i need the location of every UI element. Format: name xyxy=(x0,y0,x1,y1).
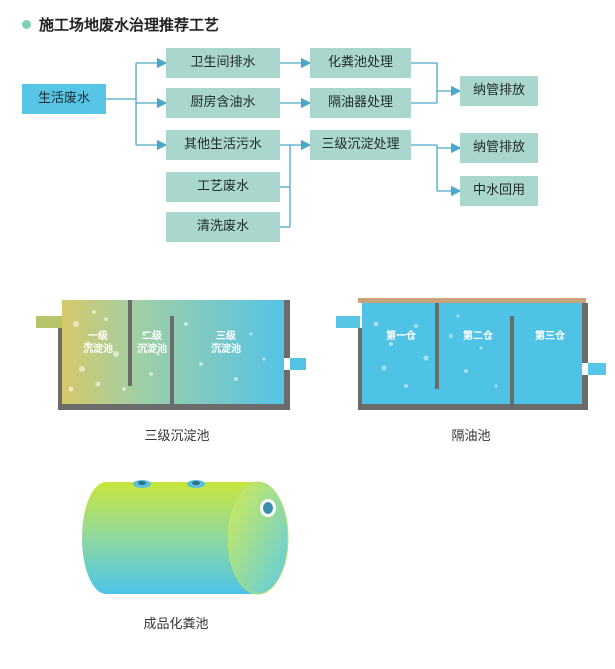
diagram-title: 施工场地废水治理推荐工艺 xyxy=(22,10,219,38)
label-chamber3: 第三仓 xyxy=(535,331,565,342)
box-three-stage-sedimentation: 三级沉淀处理 xyxy=(310,130,411,160)
label-chamber1: 第一仓 xyxy=(386,331,416,342)
box-toilet-drainage: 卫生间排水 xyxy=(166,48,280,78)
caption-septic-tank: 成品化粪池 xyxy=(143,617,209,632)
box-sewer-discharge-1: 纳管排放 xyxy=(460,76,538,106)
box-kitchen-oily-water: 厨房含油水 xyxy=(166,88,280,118)
sedimentation-tank-illustration xyxy=(36,300,306,410)
grease-trap-illustration xyxy=(336,298,606,410)
box-septic-treatment: 化粪池处理 xyxy=(310,48,411,78)
label-stage3-tank: 三级 沉淀池 xyxy=(211,331,241,355)
box-reclaimed-water-reuse: 中水回用 xyxy=(460,176,538,206)
label-chamber2: 第二仓 xyxy=(463,331,493,342)
septic-tank-illustration xyxy=(82,480,289,595)
box-domestic-wastewater: 生活废水 xyxy=(22,84,106,114)
title-bullet-icon xyxy=(22,19,31,29)
box-other-domestic-sewage: 其他生活污水 xyxy=(166,130,280,160)
box-oil-separator-treatment: 隔油器处理 xyxy=(310,88,411,118)
box-sewer-discharge-2: 纳管排放 xyxy=(460,133,538,163)
caption-sedimentation-tank: 三级沉淀池 xyxy=(144,429,210,444)
caption-grease-trap: 隔油池 xyxy=(451,429,491,444)
title-text: 施工场地废水治理推荐工艺 xyxy=(39,15,220,34)
box-process-wastewater: 工艺废水 xyxy=(166,172,280,202)
box-cleaning-wastewater: 清洗废水 xyxy=(166,212,280,242)
label-stage1-tank: 一级 沉淀池 xyxy=(83,331,113,355)
label-stage2-tank: 二级 沉淀池 xyxy=(137,331,167,355)
